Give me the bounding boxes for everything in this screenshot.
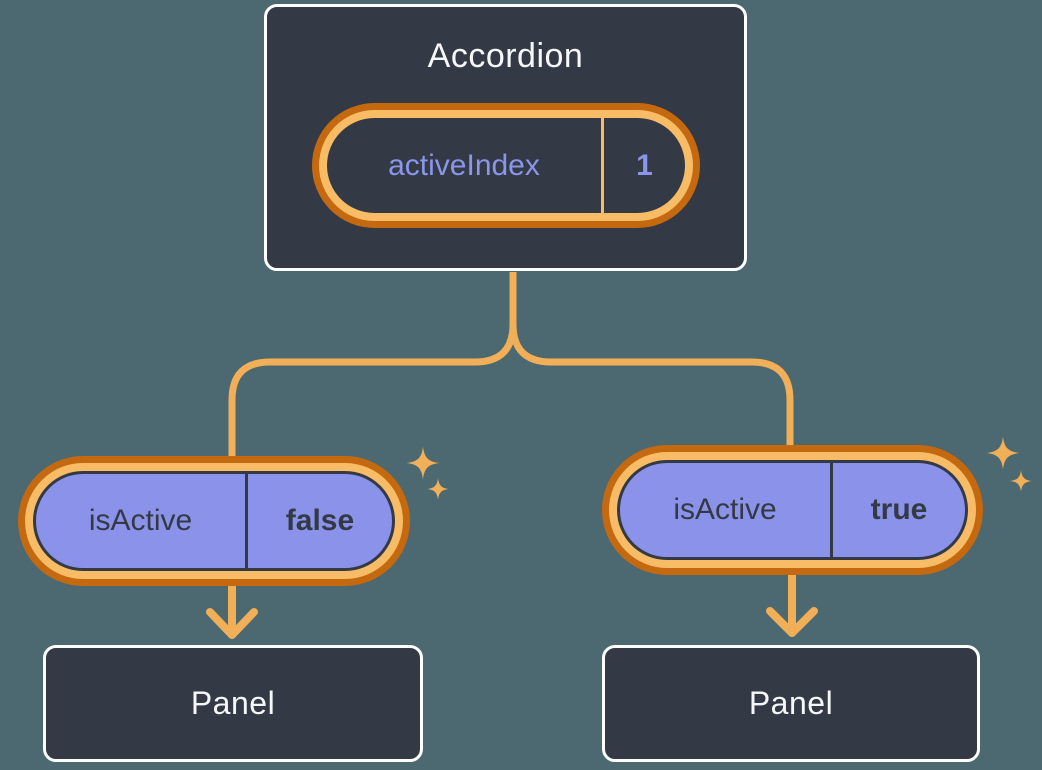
arrow-down-right-icon: [766, 568, 818, 637]
prop-pill-value: false: [285, 504, 355, 537]
sparkle-icon-left-pill: [406, 446, 449, 500]
prop-pill-label: isActive: [88, 504, 193, 537]
connector-left-branch: [228, 272, 517, 462]
state-pill-activeindex: activeIndex 1: [319, 110, 693, 221]
prop-pill-divider: [245, 474, 248, 568]
sparkle-icon-right-pill: [986, 436, 1032, 492]
arrow-down-left-icon: [206, 576, 258, 639]
state-pill-divider: [601, 118, 604, 213]
prop-pill-label: isActive: [673, 493, 777, 526]
connector-right-branch: [509, 272, 794, 452]
prop-pill-isactive-left: isActive false: [33, 471, 395, 571]
accordion-title: Accordion: [427, 37, 584, 75]
prop-pill-value: true: [870, 493, 928, 526]
panel-component-box-left: Panel: [43, 645, 423, 762]
prop-pill-isactive-right: isActive true: [617, 460, 968, 560]
state-pill-label: activeIndex: [388, 148, 540, 182]
state-pill-value: 1: [636, 148, 653, 182]
prop-pill-divider: [830, 463, 833, 557]
panel-component-box-right: Panel: [602, 645, 980, 762]
